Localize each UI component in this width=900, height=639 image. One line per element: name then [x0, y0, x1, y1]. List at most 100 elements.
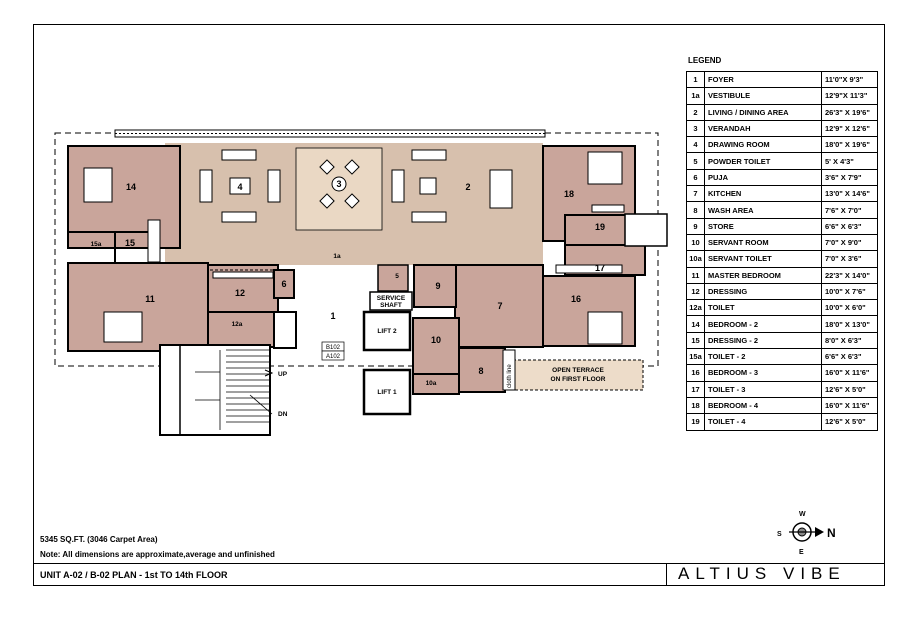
dimension-note: Note: All dimensions are approximate,ave…	[40, 550, 275, 559]
legend-num: 15a	[686, 348, 705, 366]
footer-separator	[666, 563, 667, 585]
legend-num: 9	[686, 217, 705, 235]
legend-num: 11	[686, 266, 705, 284]
legend-dim: 10'0" X 6'0"	[821, 299, 878, 317]
legend-name: FOYER	[704, 70, 822, 89]
stair-dn-label: DN	[278, 411, 288, 418]
legend-dim: 12'9"X 11'3"	[821, 87, 878, 105]
room-label-10: 10	[431, 335, 441, 345]
powder-toilet-area	[377, 264, 409, 292]
legend-name: KITCHEN	[704, 185, 822, 203]
legend-num: 6	[686, 168, 705, 187]
drawing-sheet	[33, 24, 885, 586]
room-label-6: 6	[281, 279, 286, 289]
legend-name: POWDER TOILET	[704, 152, 822, 170]
legend-dim: 6'6" X 6'3"	[821, 217, 878, 235]
service-shaft-small	[273, 311, 297, 349]
legend-dim: 7'0" X 3'6"	[821, 250, 878, 268]
legend-name: TOILET - 3	[704, 380, 822, 398]
footer-divider	[34, 563, 884, 564]
room-label-9: 9	[435, 281, 440, 291]
wardrobe-18	[591, 204, 625, 213]
room-label-11: 11	[145, 294, 155, 304]
legend-dim: 6'6" X 6'3"	[821, 348, 878, 366]
legend-name: MASTER BEDROOM	[704, 266, 822, 284]
sofa-4-bottom	[221, 211, 257, 223]
room-label-1: 1	[330, 311, 335, 321]
legend-num: 19	[686, 413, 705, 431]
legend-num: 4	[686, 136, 705, 154]
room-label-4: 4	[237, 182, 242, 192]
legend-dim: 12'6" X 5'0"	[821, 380, 878, 398]
terrace-label-line2: ON FIRST FLOOR	[551, 376, 606, 383]
legend-name: BEDROOM - 3	[704, 364, 822, 382]
legend-dim: 13'0" X 14'6"	[821, 185, 878, 203]
unit-a-code: A102	[326, 354, 341, 360]
room-label-12: 12	[235, 288, 245, 298]
room-label-19: 19	[595, 222, 605, 232]
legend-num: 12a	[686, 299, 705, 317]
dining-table	[489, 169, 513, 209]
legend-num: 15	[686, 331, 705, 350]
stair-up-label: UP	[278, 371, 288, 378]
legend-dim: 18'0" X 19'6"	[821, 136, 878, 154]
bed-18	[587, 151, 623, 185]
legend-num: 3	[686, 119, 705, 138]
legend-name: BEDROOM - 2	[704, 315, 822, 333]
legend-name: DRESSING - 2	[704, 331, 822, 350]
lift-1	[362, 368, 412, 416]
compass: N S W E	[777, 511, 836, 556]
legend-num: 14	[686, 315, 705, 333]
sofa-2-bottom	[411, 211, 447, 223]
north-arrow-icon	[815, 527, 824, 537]
sofa-2-top	[411, 149, 447, 161]
plan-title: UNIT A-02 / B-02 PLAN - 1st TO 14th FLOO…	[40, 570, 228, 580]
wardrobe-12	[212, 271, 274, 279]
sofa-2-left	[391, 169, 405, 203]
legend-dim: 8'0" X 6'3"	[821, 331, 878, 350]
legend-name: VESTIBULE	[704, 87, 822, 105]
lift-1-label: LIFT 1	[377, 389, 397, 396]
legend-name: TOILET - 4	[704, 413, 822, 431]
lift-2	[362, 310, 412, 352]
legend-dim: 22'3" X 14'0"	[821, 266, 878, 284]
legend-num: 18	[686, 396, 705, 415]
store-area	[413, 264, 457, 308]
room-label-15a: 15a	[91, 241, 102, 248]
bed-16	[587, 311, 623, 345]
legend-dim: 12'6" X 5'0"	[821, 413, 878, 431]
legend-num: 1	[686, 70, 705, 89]
legend-name: STORE	[704, 217, 822, 235]
lift-2-label: LIFT 2	[377, 328, 397, 335]
service-shaft	[369, 291, 413, 311]
legend-dim: 16'0" X 11'6"	[821, 364, 878, 382]
legend-title: LEGEND	[688, 56, 722, 65]
unit-b-code: B102	[326, 345, 341, 351]
legend-num: 16	[686, 364, 705, 382]
room-label-7: 7	[497, 301, 502, 311]
room-label-15: 15	[125, 238, 135, 248]
legend-dim: 26'3" X 19'6"	[821, 103, 878, 121]
legend-num: 10a	[686, 250, 705, 268]
legend-dim: 16'0" X 11'6"	[821, 396, 878, 415]
compass-e: E	[799, 549, 804, 556]
service-shaft-line1: SERVICE	[377, 295, 406, 302]
cloth-line-box	[502, 349, 516, 391]
staircase	[159, 344, 271, 436]
sofa-4-left	[199, 169, 213, 203]
sofa-4-top	[221, 149, 257, 161]
servant-room-area	[412, 317, 460, 375]
legend-dim: 10'0" X 7'6"	[821, 282, 878, 301]
legend-name: VERANDAH	[704, 119, 822, 138]
area-note: 5345 SQ.FT. (3046 Carpet Area)	[40, 535, 158, 544]
